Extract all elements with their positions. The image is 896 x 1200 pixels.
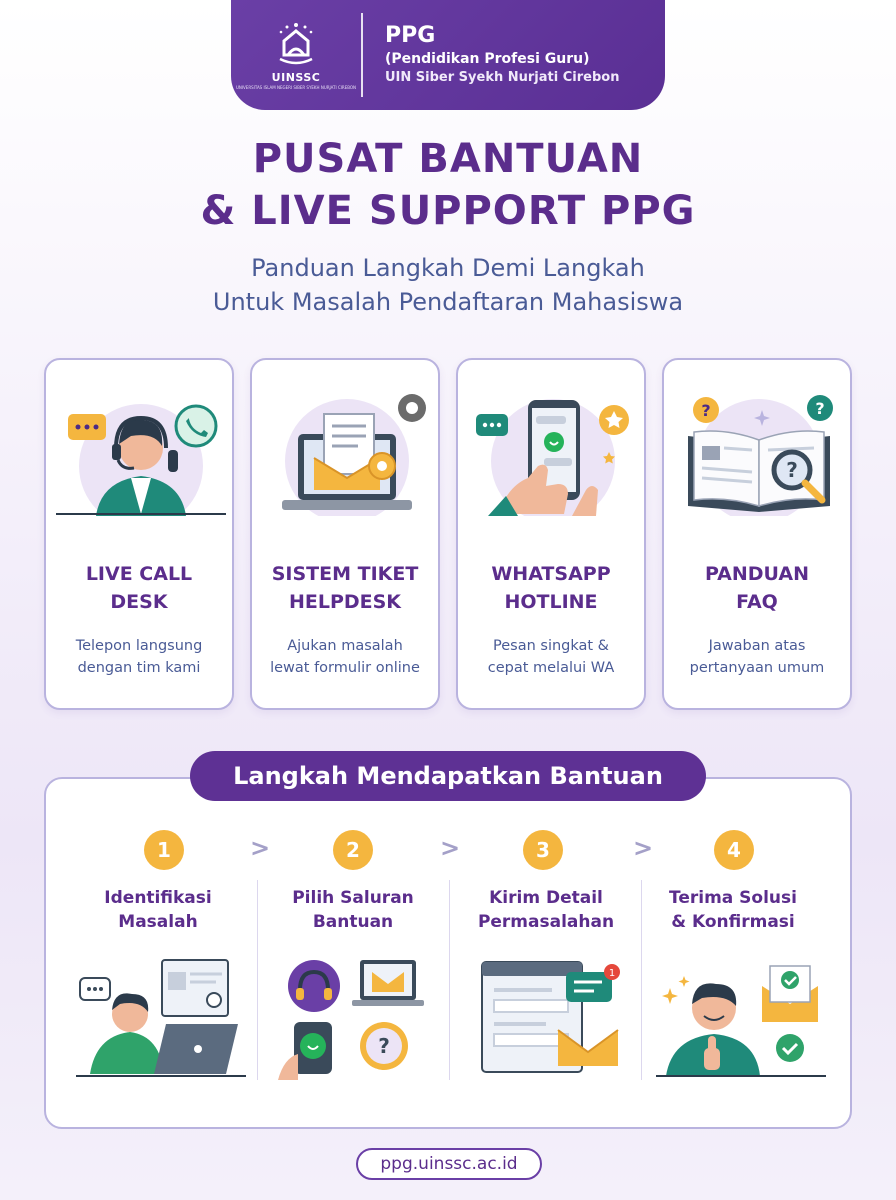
- card-desc-line2: cepat melalui WA: [487, 660, 615, 676]
- card-description: Telepon langsung dengan tim kami: [46, 635, 232, 679]
- logo-text: UINSSC: [271, 70, 321, 84]
- svg-text:1: 1: [609, 968, 615, 979]
- page-title-line2: & LIVE SUPPORT PPG: [200, 188, 696, 234]
- card-desc-line1: Telepon langsung: [75, 638, 203, 654]
- step-title-line1: Identifikasi: [104, 888, 212, 908]
- step-title: Identifikasi Masalah: [63, 886, 253, 934]
- whatsapp-phone-icon: [476, 399, 629, 516]
- step-arrow-icon: >: [633, 834, 654, 862]
- step-title-line2: & Konfirmasi: [671, 912, 795, 932]
- card-desc-line2: dengan tim kami: [77, 660, 201, 676]
- support-channels-icon: ?: [278, 960, 424, 1080]
- program-name: PPG: [385, 23, 436, 48]
- svg-text:?: ?: [378, 1034, 390, 1058]
- card-title-line2: DESK: [110, 591, 168, 613]
- page-title-line1: PUSAT BANTUAN: [252, 136, 644, 182]
- person-confirmation-icon: [656, 965, 826, 1077]
- card-desc-line1: Jawaban atas: [708, 638, 806, 654]
- step-title-line2: Masalah: [118, 912, 198, 932]
- logo-emblem-icon: [279, 22, 313, 64]
- page-subtitle-line1: Panduan Langkah Demi Langkah: [251, 254, 645, 282]
- step-title: Terima Solusi & Konfirmasi: [638, 886, 828, 934]
- card-live-call[interactable]: LIVE CALL DESK Telepon langsung dengan t…: [44, 358, 234, 710]
- step-arrow-icon: >: [440, 834, 461, 862]
- headset-agent-icon: [56, 404, 226, 516]
- card-whatsapp-hotline[interactable]: WHATSAPP HOTLINE Pesan singkat & cepat m…: [456, 358, 646, 710]
- card-title: PANDUAN FAQ: [664, 560, 850, 616]
- step-arrow-icon: >: [250, 834, 271, 862]
- card-title: SISTEM TIKET HELPDESK: [252, 560, 438, 616]
- step-title: Kirim Detail Permasalahan: [451, 886, 641, 934]
- card-title-line2: HOTLINE: [504, 591, 598, 613]
- header-badge: UINSSC UNIVERSITAS ISLAM NEGERI SIBER SY…: [231, 0, 665, 110]
- step-number: 3: [523, 830, 563, 870]
- card-title-line1: LIVE CALL: [85, 563, 193, 585]
- step-title-line2: Permasalahan: [477, 912, 615, 932]
- program-full-name: (Pendidikan Profesi Guru): [385, 51, 590, 67]
- laptop-ticket-icon: [282, 394, 426, 516]
- website-link[interactable]: ppg.uinssc.ac.id: [356, 1148, 542, 1180]
- card-title-line1: WHATSAPP: [491, 563, 611, 585]
- step-title: Pilih Saluran Bantuan: [258, 886, 448, 934]
- card-faq[interactable]: ? ? ? PANDUAN FAQ Jawaban atas pertanyaa…: [662, 358, 852, 710]
- header-text: PPG (Pendidikan Profesi Guru) UIN Siber …: [363, 23, 619, 87]
- page-subtitle-line2: Untuk Masalah Pendaftaran Mahasiswa: [212, 288, 684, 316]
- submit-form-icon: 1: [481, 961, 620, 1073]
- institution-name: UIN Siber Syekh Nurjati Cirebon: [385, 70, 620, 85]
- step-title-line2: Bantuan: [312, 912, 394, 932]
- svg-text:?: ?: [701, 401, 710, 420]
- step-title-line1: Kirim Detail: [489, 888, 603, 908]
- card-desc-line2: lewat formulir online: [270, 660, 420, 676]
- card-description: Ajukan masalah lewat formulir online: [252, 635, 438, 679]
- faq-book-icon: ? ? ?: [688, 395, 833, 516]
- step-number: 4: [714, 830, 754, 870]
- step-number: 1: [144, 830, 184, 870]
- university-logo: UINSSC UNIVERSITAS ISLAM NEGERI SIBER SY…: [231, 0, 361, 110]
- card-title: WHATSAPP HOTLINE: [458, 560, 644, 616]
- steps-heading: Langkah Mendapatkan Bantuan: [190, 751, 706, 801]
- svg-text:?: ?: [815, 399, 824, 418]
- logo-subtext: UNIVERSITAS ISLAM NEGERI SIBER SYEKH NUR…: [235, 84, 357, 90]
- card-title-line2: FAQ: [736, 591, 778, 613]
- svg-text:?: ?: [786, 458, 798, 482]
- step-title-line1: Pilih Saluran: [292, 888, 414, 908]
- card-desc-line1: Ajukan masalah: [287, 638, 403, 654]
- header-divider: [361, 13, 363, 97]
- step-divider: [257, 880, 258, 1080]
- card-title-line2: HELPDESK: [288, 591, 402, 613]
- card-desc-line2: pertanyaan umum: [689, 660, 825, 676]
- card-description: Jawaban atas pertanyaan umum: [664, 635, 850, 679]
- card-title: LIVE CALL DESK: [46, 560, 232, 616]
- card-title-line1: SISTEM TIKET: [271, 563, 419, 585]
- card-description: Pesan singkat & cepat melalui WA: [458, 635, 644, 679]
- step-divider: [449, 880, 450, 1080]
- card-desc-line1: Pesan singkat &: [493, 638, 609, 654]
- step-number: 2: [333, 830, 373, 870]
- step-title-line1: Terima Solusi: [669, 888, 797, 908]
- card-ticket-helpdesk[interactable]: SISTEM TIKET HELPDESK Ajukan masalah lew…: [250, 358, 440, 710]
- person-laptop-icon: [76, 959, 246, 1077]
- step-divider: [641, 880, 642, 1080]
- card-title-line1: PANDUAN: [704, 563, 809, 585]
